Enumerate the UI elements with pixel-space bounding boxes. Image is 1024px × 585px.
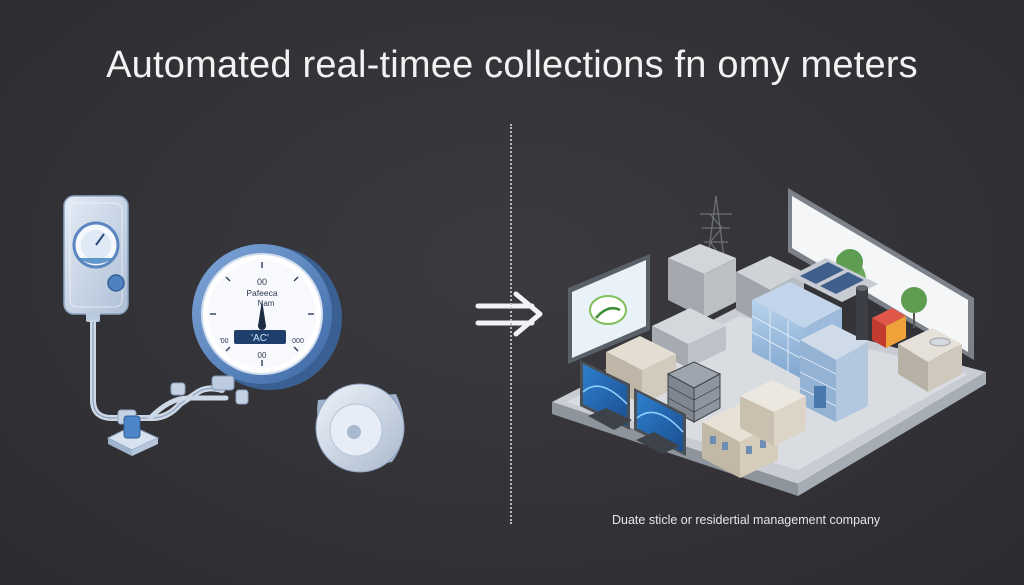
transmission-tower-icon — [700, 195, 732, 259]
residential-house — [898, 328, 962, 392]
section-divider — [510, 124, 512, 524]
pipe-fittings — [106, 382, 249, 456]
low-rise-blocks — [606, 308, 726, 404]
storage-containers — [872, 308, 906, 348]
management-caption: Duate sticle or residertial management c… — [612, 513, 881, 527]
gauge-mark-right: 000 — [292, 338, 304, 345]
utility-buildings — [668, 244, 804, 328]
connecting-pipes — [90, 319, 229, 421]
operator-monitors — [580, 360, 686, 456]
smart-campus-illustration — [552, 188, 986, 496]
gauge-text-bottom: 00 — [258, 351, 267, 360]
wall-meter-device — [63, 195, 129, 322]
gauge-lcd-display: 'AC' — [251, 333, 269, 344]
gauge-text-top: 00 — [257, 277, 267, 287]
factory-chimney — [856, 285, 868, 340]
gauge-mark-left: '00 — [219, 338, 228, 345]
page-title: Automated real-timee collections fn omy … — [106, 44, 918, 86]
tall-office-building — [799, 324, 868, 422]
double-arrow-icon — [475, 291, 543, 337]
pressure-gauge: 00 Pafeeca Nam 'AC' 00 '00 000 — [192, 244, 342, 391]
apartment-buildings — [702, 380, 806, 478]
meter-cap-cylinder — [315, 383, 405, 473]
gauge-text-sub: Nam — [258, 299, 275, 308]
gauge-text-label: Pafeeca — [246, 288, 277, 298]
